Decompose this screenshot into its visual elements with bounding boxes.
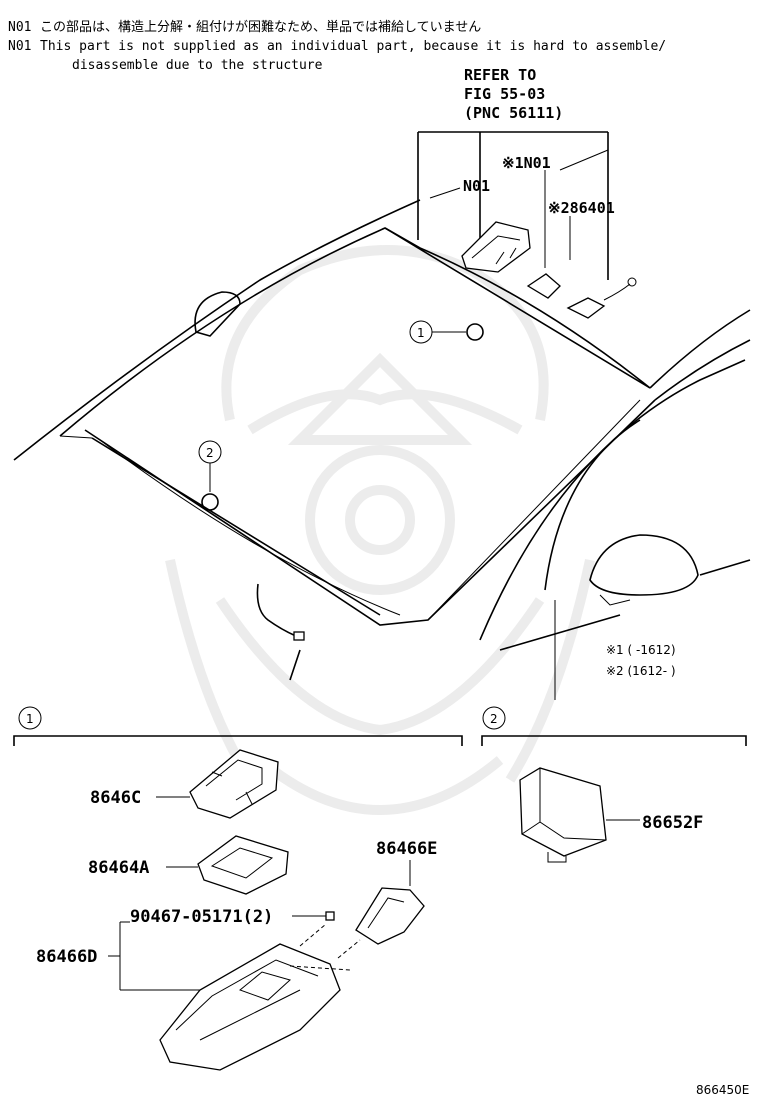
refer-line-2[interactable]: FIG 55-03 bbox=[464, 85, 545, 103]
svg-text:1: 1 bbox=[417, 326, 425, 340]
section-2-marker: 2 bbox=[490, 712, 498, 726]
label-90467-05171[interactable]: 90467-05171(2) bbox=[130, 907, 273, 927]
svg-text:2: 2 bbox=[206, 446, 214, 460]
label-86652F[interactable]: 86652F bbox=[642, 813, 703, 833]
footnote-2: ※2 (1612- ) bbox=[606, 664, 676, 678]
label-86464A[interactable]: 86464A bbox=[88, 858, 149, 878]
part-86466D-housing[interactable] bbox=[159, 943, 341, 1071]
part-86464A-plate[interactable] bbox=[197, 835, 289, 895]
watermark-logo bbox=[165, 245, 595, 815]
label-86466D[interactable]: 86466D bbox=[36, 947, 97, 967]
refer-to-callout[interactable]: REFER TO FIG 55-03 (PNC 56111) bbox=[464, 66, 563, 122]
side-mirror bbox=[589, 534, 751, 606]
wire-harness bbox=[256, 583, 305, 641]
windshield-body bbox=[13, 199, 751, 700]
note-text-jp: この部品は、構造上分解・組付けが困難なため、単品では補給していません bbox=[40, 19, 481, 35]
rain-sensor-part[interactable] bbox=[461, 221, 531, 273]
note-code-2: N01 bbox=[8, 39, 31, 54]
view-marker-1[interactable]: 1 bbox=[409, 320, 484, 344]
callout-leaders-top bbox=[544, 149, 609, 268]
part-86652F-module[interactable] bbox=[519, 767, 607, 863]
note-block: N01 この部品は、構造上分解・組付けが困難なため、単品では補給していません N… bbox=[8, 19, 666, 73]
callout-leader-n01 bbox=[429, 187, 461, 199]
refer-bracket bbox=[417, 131, 609, 280]
callout-n01-right[interactable]: ※1N01 bbox=[502, 154, 551, 172]
assembly-dash-lines bbox=[289, 923, 361, 971]
view-marker-2[interactable]: 2 bbox=[198, 440, 222, 511]
refer-line-3: (PNC 56111) bbox=[464, 104, 563, 122]
bracket-part-small[interactable] bbox=[526, 273, 561, 299]
part-8646C-bracket[interactable] bbox=[189, 749, 279, 819]
section-1-header: 1 bbox=[13, 706, 463, 746]
figure-id: 866450E bbox=[696, 1083, 749, 1097]
sensor-86401-part[interactable] bbox=[566, 277, 637, 319]
note-code-1: N01 bbox=[8, 20, 31, 35]
callout-86401[interactable]: ※286401 bbox=[548, 199, 615, 217]
rear-view-mirror bbox=[194, 291, 241, 337]
part-86466E-cover[interactable] bbox=[355, 887, 425, 945]
note-text-en: This part is not supplied as an individu… bbox=[40, 39, 666, 54]
note-text-en-cont: disassemble due to the structure bbox=[72, 58, 323, 73]
leader-86466D bbox=[108, 921, 200, 991]
section-1-marker: 1 bbox=[26, 712, 34, 726]
part-90467-clip[interactable] bbox=[325, 911, 335, 921]
label-8646C[interactable]: 8646C bbox=[90, 788, 141, 808]
footnote-1: ※1 ( -1612) bbox=[606, 643, 676, 657]
section-2-header: 2 bbox=[481, 706, 747, 746]
callout-n01-left[interactable]: N01 bbox=[463, 177, 490, 195]
label-86466E[interactable]: 86466E bbox=[376, 839, 437, 859]
refer-line-1: REFER TO bbox=[464, 66, 536, 84]
